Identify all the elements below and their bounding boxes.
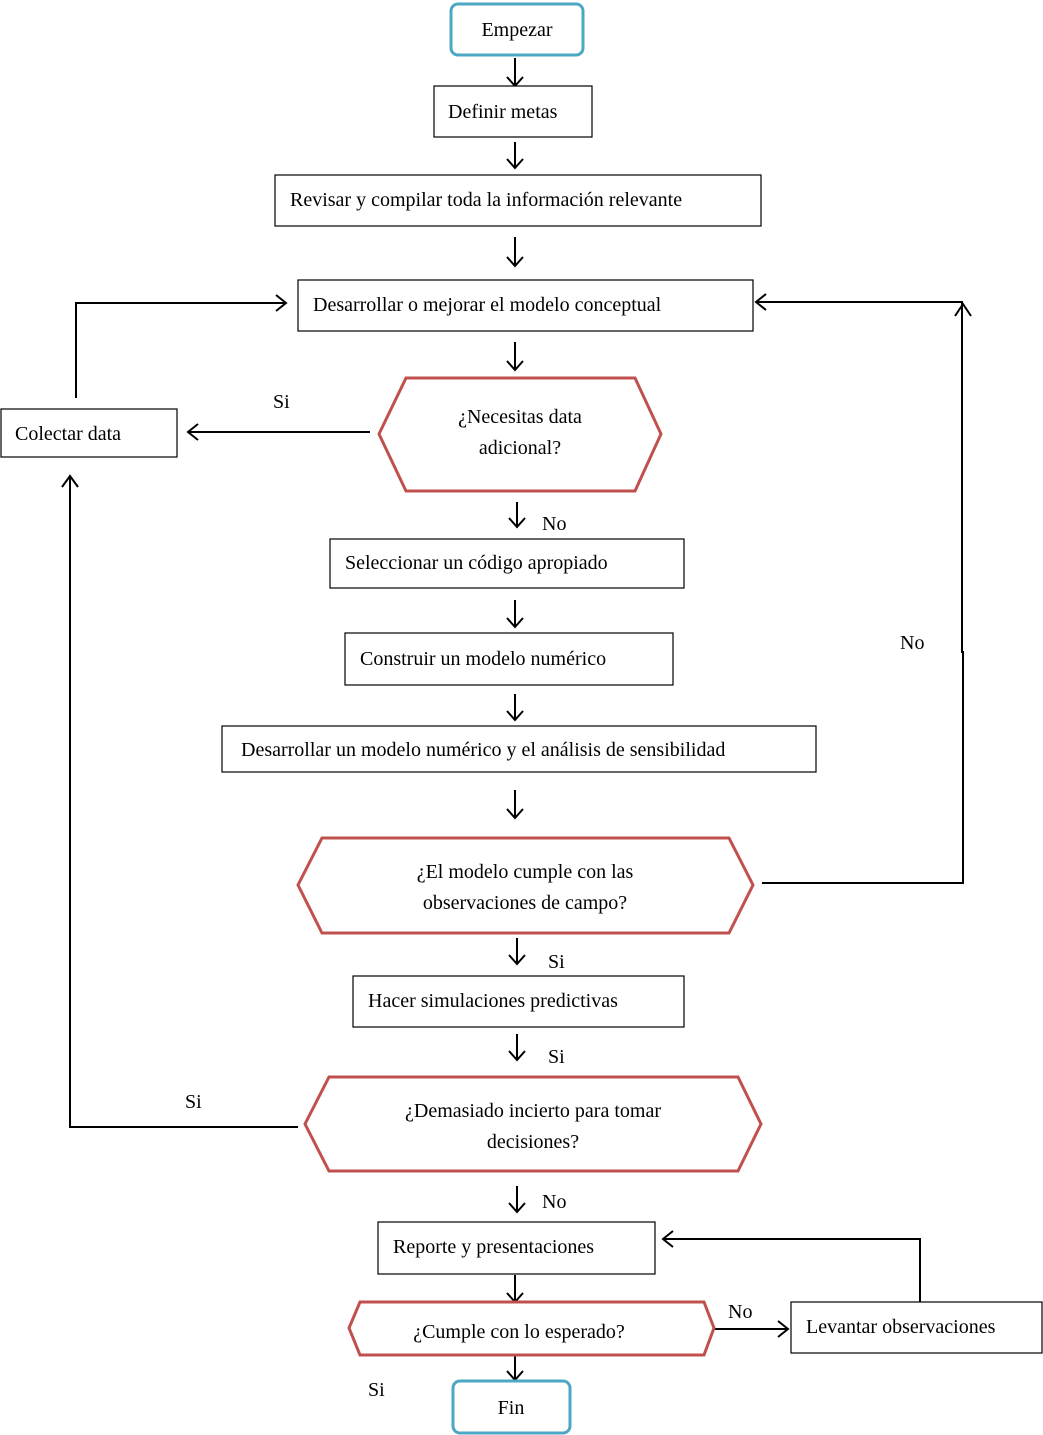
node-collect-data: Colectar data [0, 408, 178, 458]
arrowhead [506, 360, 524, 372]
arrowhead [754, 293, 767, 311]
node-model-matches: ¿El modelo cumple con las observaciones … [296, 836, 755, 935]
connector-modelmatch-conceptual [756, 301, 964, 884]
start-label: Empezar [481, 19, 552, 41]
arrowhead [506, 808, 524, 820]
review-info-box [274, 174, 762, 227]
meets-expected-decision [347, 1300, 716, 1357]
arrowhead [508, 1050, 526, 1062]
node-review-info: Revisar y compilar toda la información r… [274, 174, 762, 227]
start-terminal [449, 2, 585, 57]
need-data-decision [377, 376, 663, 493]
connector-uncertain-collect [69, 476, 298, 1128]
predictive-label: Hacer simulaciones predictivas [368, 990, 618, 1012]
edge-label-predictive-yes: Si [548, 1046, 565, 1068]
edge-label-need-data-no: No [542, 513, 566, 535]
define-goals-box [433, 85, 593, 138]
node-predictive: Hacer simulaciones predictivas [352, 975, 685, 1028]
model-matches-decision [296, 836, 755, 935]
node-end: Fin [451, 1379, 572, 1435]
node-report: Reporte y presentaciones [377, 1221, 656, 1275]
too-uncertain-label-line1: ¿Demasiado incierto para tomar [405, 1100, 661, 1122]
model-matches-label-line2: observaciones de campo? [423, 892, 627, 914]
arrowhead [508, 1202, 526, 1214]
build-model-box [344, 632, 674, 686]
node-meets-expected: ¿Cumple con lo esperado? [347, 1300, 716, 1357]
node-address-obs: Levantar observaciones [790, 1301, 1043, 1354]
node-develop-model: Desarrollar un modelo numérico y el anál… [221, 725, 817, 773]
collect-data-box [0, 408, 178, 458]
develop-model-box [221, 725, 817, 773]
review-info-label: Revisar y compilar toda la información r… [290, 189, 682, 211]
select-code-box [329, 538, 685, 589]
edge-label-expected-yes: Si [368, 1379, 385, 1401]
define-goals-label: Definir metas [448, 101, 558, 123]
meets-expected-label: ¿Cumple con lo esperado? [413, 1321, 625, 1343]
address-obs-label: Levantar observaciones [806, 1316, 996, 1338]
connector-collect-conceptual [75, 302, 285, 398]
node-need-data: ¿Necesitas data adicional? [377, 376, 663, 493]
predictive-box [352, 975, 685, 1028]
arrowhead [508, 954, 526, 966]
connector-address-report [663, 1238, 921, 1302]
node-too-uncertain: ¿Demasiado incierto para tomar decisione… [303, 1075, 763, 1173]
arrowhead [275, 294, 288, 312]
select-code-label: Seleccionar un código apropiado [345, 552, 608, 574]
arrowhead [508, 517, 526, 529]
edge-label-model-no: No [900, 632, 924, 654]
arrowhead [777, 1320, 790, 1338]
edge-label-expected-no: No [728, 1301, 752, 1323]
node-build-model: Construir un modelo numérico [344, 632, 674, 686]
arrowhead [61, 474, 79, 488]
edge-label-need-data-yes: Si [273, 391, 290, 413]
end-label: Fin [498, 1397, 525, 1419]
end-terminal [451, 1379, 572, 1435]
node-define-goals: Definir metas [433, 85, 593, 138]
arrowhead [661, 1230, 674, 1248]
arrowhead [506, 158, 524, 170]
node-select-code: Seleccionar un código apropiado [329, 538, 685, 589]
report-box [377, 1221, 656, 1275]
model-matches-label-line1: ¿El modelo cumple con las [417, 861, 634, 883]
connectors [61, 58, 972, 1382]
report-label: Reporte y presentaciones [393, 1236, 594, 1258]
need-data-label-line2: adicional? [479, 437, 561, 459]
edge-labels: Si No No Si Si Si No No Si [185, 391, 924, 1401]
too-uncertain-label-line2: decisiones? [487, 1131, 579, 1153]
conceptual-model-box [297, 279, 754, 332]
build-model-label: Construir un modelo numérico [360, 648, 606, 670]
arrowhead [506, 256, 524, 268]
collect-data-label: Colectar data [15, 423, 121, 445]
develop-model-label: Desarrollar un modelo numérico y el anál… [241, 739, 725, 761]
arrowhead [186, 423, 199, 441]
need-data-label-line1: ¿Necesitas data [458, 406, 582, 428]
too-uncertain-decision [303, 1075, 763, 1173]
edge-label-uncertain-no: No [542, 1191, 566, 1213]
conceptual-model-label: Desarrollar o mejorar el modelo conceptu… [313, 294, 662, 316]
arrowhead [506, 617, 524, 629]
arrowhead [506, 710, 524, 722]
arrowhead [954, 302, 972, 317]
node-conceptual-model: Desarrollar o mejorar el modelo conceptu… [297, 279, 754, 332]
node-start: Empezar [449, 2, 585, 57]
edge-label-uncertain-yes: Si [185, 1091, 202, 1113]
address-obs-box [790, 1301, 1043, 1354]
edge-label-model-yes: Si [548, 951, 565, 973]
